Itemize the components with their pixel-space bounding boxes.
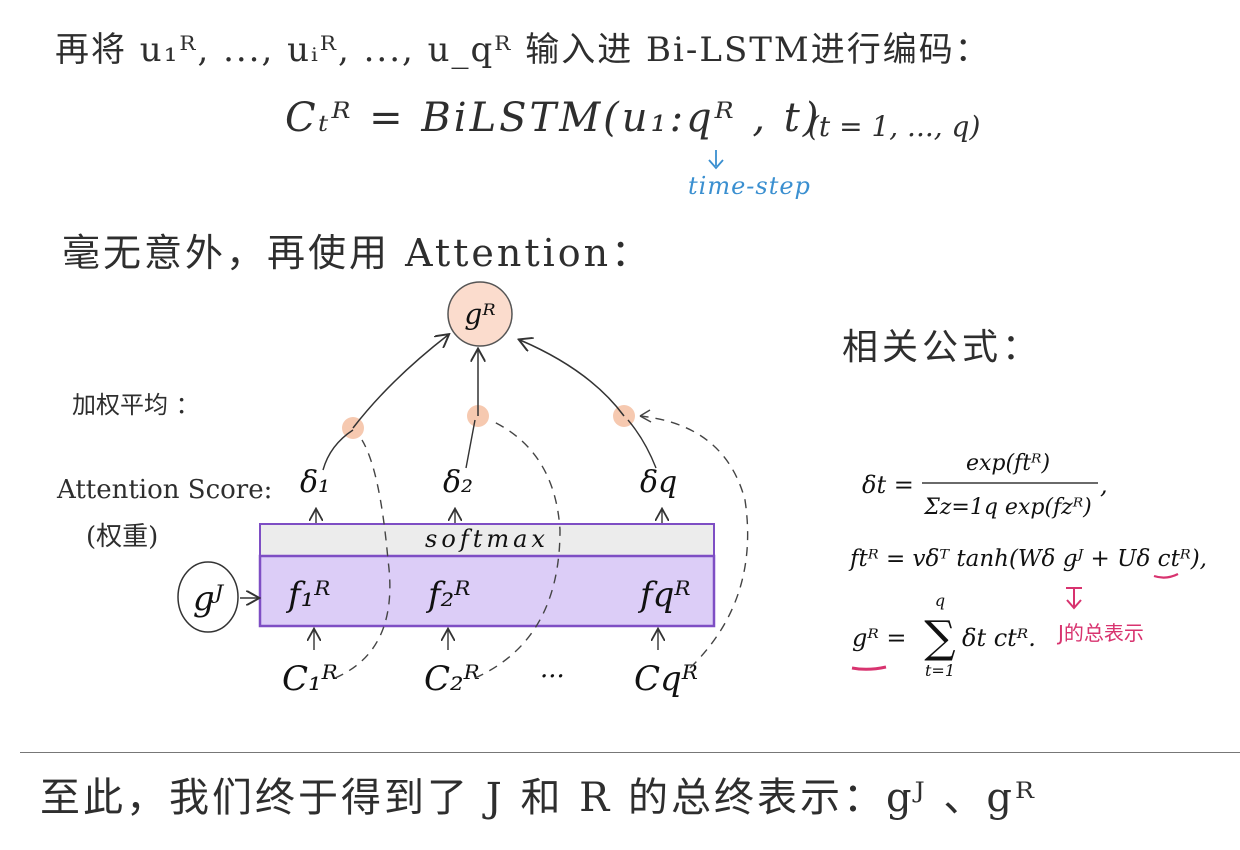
softmax-band bbox=[259, 523, 715, 557]
delta-2: δ₂ bbox=[443, 465, 473, 500]
weight-label: (权重) bbox=[86, 522, 159, 552]
delta-denominator: Σz=1q exp(fzᴿ) bbox=[923, 495, 1092, 520]
delta-lhs: δt = bbox=[862, 471, 914, 499]
gR-underline bbox=[851, 665, 887, 671]
time-step-annotation: time-step bbox=[688, 172, 811, 200]
c-ellipsis: ··· bbox=[540, 662, 565, 692]
c-node-q: Cqᴿ bbox=[634, 659, 698, 699]
delta-1: δ₁ bbox=[300, 465, 330, 500]
c-node-2: C₂ᴿ bbox=[424, 659, 480, 699]
pink-annotation: J的总表示 bbox=[1056, 621, 1144, 645]
f-node-2: f₂ᴿ bbox=[425, 575, 470, 615]
input-gJ-circle bbox=[177, 561, 239, 633]
c-node-1: C₁ᴿ bbox=[282, 659, 338, 699]
bilstm-equation: Cₜᴿ = BiLSTM(u₁:qᴿ , t) bbox=[285, 95, 822, 141]
pink-arrow bbox=[1066, 587, 1082, 610]
delta-tail: , bbox=[1100, 471, 1108, 499]
f-band bbox=[258, 554, 716, 628]
section-divider bbox=[20, 752, 1240, 753]
g-eq-rhs: δt ctᴿ. bbox=[962, 624, 1036, 652]
delta-q: δq bbox=[640, 465, 677, 500]
g-eq-lhs: gᴿ = bbox=[852, 624, 906, 652]
output-node-gR bbox=[447, 281, 513, 347]
equation-range: (t = 1, ..., q) bbox=[808, 110, 981, 143]
f-node-q: fqᴿ bbox=[637, 575, 690, 615]
header-text: 再将 u₁ᴿ, ..., uᵢᴿ, ..., u_qᴿ 输入进 Bi-LSTM进… bbox=[55, 30, 991, 70]
g-eq-sum-top: q bbox=[935, 591, 945, 610]
output-node-label: gᴿ bbox=[464, 298, 495, 331]
g-eq-sum-bottom: t=1 bbox=[925, 661, 955, 680]
attention-score-label: Attention Score: bbox=[57, 475, 273, 505]
f-node-1: f₁ᴿ bbox=[285, 575, 330, 615]
sum-symbol: ∑ bbox=[924, 612, 955, 663]
ct-underline bbox=[1153, 573, 1179, 579]
input-gJ: gᴶ bbox=[193, 579, 225, 619]
formulas-title: 相关公式： bbox=[842, 327, 1043, 368]
f-equation: ftᴿ = vδᵀ tanh(Wδ gᴶ + Uδ ctᴿ), bbox=[848, 546, 1207, 572]
softmax-label: softmax bbox=[425, 525, 549, 553]
weighted-average-label: 加权平均 ： bbox=[72, 391, 200, 419]
closing-text: 至此，我们终于得到了 J 和 R 的总终表示：gᴶ 、gᴿ bbox=[40, 775, 1037, 821]
delta-numerator: exp(ftᴿ) bbox=[966, 451, 1050, 476]
attention-intro: 毫无意外，再使用 Attention： bbox=[62, 231, 653, 275]
